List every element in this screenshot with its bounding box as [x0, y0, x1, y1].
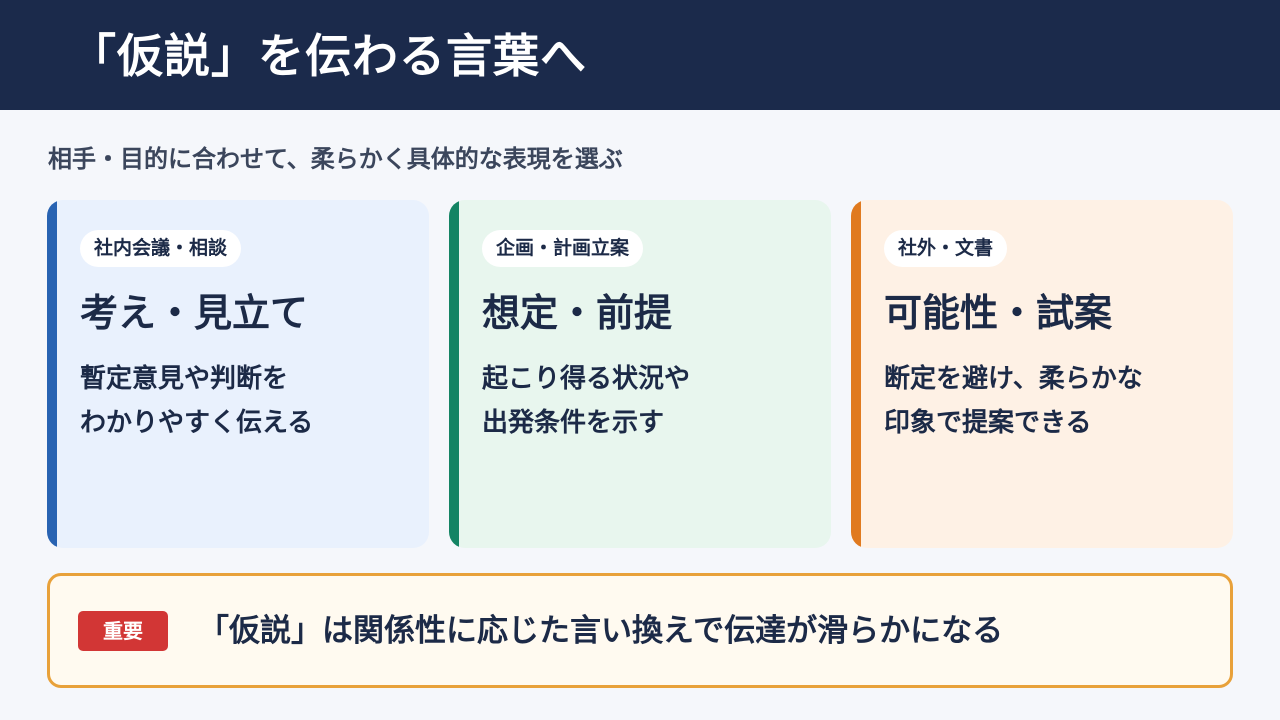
card-tag: 社外・文書	[884, 230, 1008, 267]
important-message: 「仮説」は関係性に応じた言い換えで伝達が滑らかになる	[198, 613, 1004, 649]
card-title: 想定・前提	[482, 291, 673, 335]
card-title: 可能性・試案	[884, 291, 1113, 335]
card-external-docs: 社外・文書 可能性・試案 断定を避け、柔らかな 印象で提案できる	[851, 200, 1233, 548]
important-badge: 重要	[78, 611, 168, 651]
card-description-line: 出発条件を示す	[482, 408, 665, 438]
important-callout: 重要 「仮説」は関係性に応じた言い換えで伝達が滑らかになる	[47, 573, 1233, 688]
card-description: 断定を避け、柔らかな 印象で提案できる	[884, 357, 1143, 445]
card-planning: 企画・計画立案 想定・前提 起こり得る状況や 出発条件を示す	[449, 200, 831, 548]
card-tag: 社内会議・相談	[80, 230, 242, 267]
card-description-line: 印象で提案できる	[884, 408, 1092, 438]
card-description-line: わかりやすく伝える	[80, 408, 314, 438]
card-description-line: 起こり得る状況や	[482, 364, 691, 394]
card-description-line: 暫定意見や判断を	[80, 364, 289, 394]
card-tag: 企画・計画立案	[482, 230, 644, 267]
card-internal-meeting: 社内会議・相談 考え・見立て 暫定意見や判断を わかりやすく伝える	[47, 200, 429, 548]
card-title: 考え・見立て	[80, 291, 309, 335]
card-description: 暫定意見や判断を わかりやすく伝える	[80, 357, 313, 445]
card-description: 起こり得る状況や 出発条件を示す	[482, 357, 690, 445]
card-accent-bar	[449, 200, 459, 548]
card-accent-bar	[851, 200, 861, 548]
card-description-line: 断定を避け、柔らかな	[884, 364, 1143, 394]
page-subtitle: 相手・目的に合わせて、柔らかく具体的な表現を選ぶ	[48, 145, 623, 173]
page-title: 「仮説」を伝わる言葉へ	[70, 29, 587, 83]
header-bar: 「仮説」を伝わる言葉へ	[0, 0, 1280, 110]
card-accent-bar	[47, 200, 57, 548]
